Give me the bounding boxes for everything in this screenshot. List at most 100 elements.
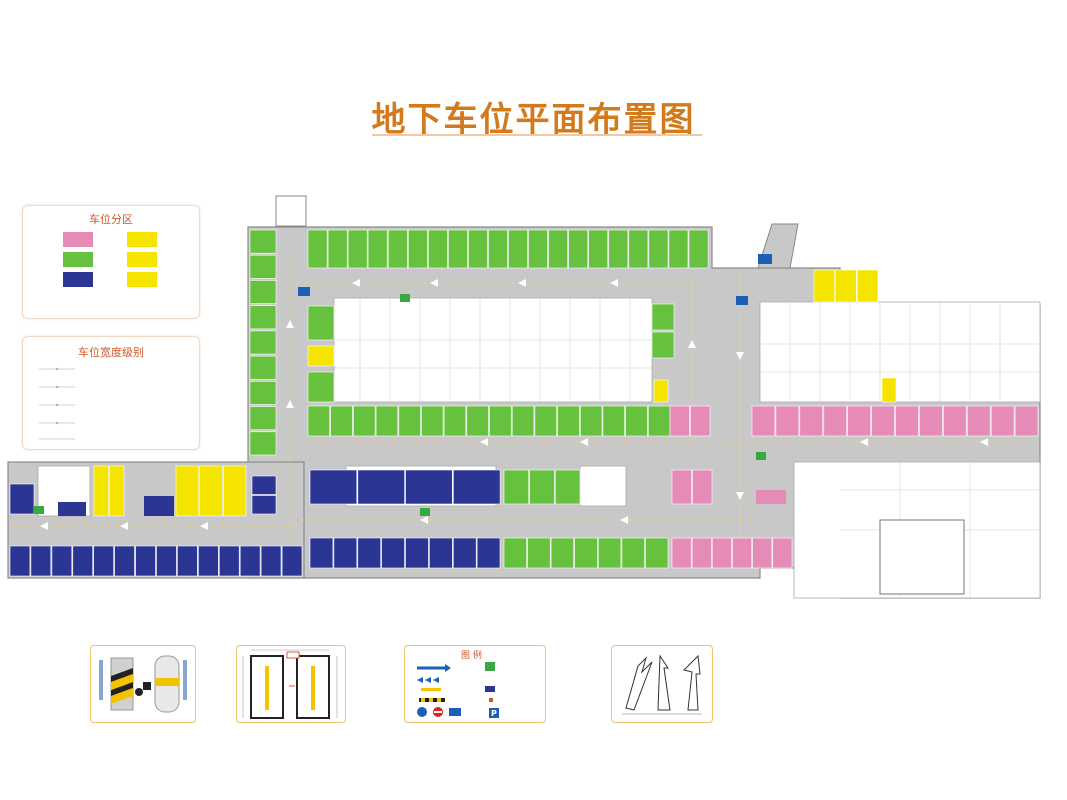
parking-stall-53 [835, 269, 857, 303]
parking-stall-77 [9, 545, 31, 577]
stall-dimension-detail [236, 645, 346, 723]
parking-stall-82 [114, 545, 135, 577]
parking-stalls [9, 229, 1039, 577]
parking-stall-52 [813, 269, 836, 303]
parking-stall-105 [554, 469, 581, 505]
parking-stall-114 [692, 469, 713, 505]
parking-stall-36 [353, 405, 376, 437]
parking-stall-7 [448, 229, 468, 269]
symbol-legend: 图 例 P [404, 645, 546, 723]
parking-stall-23 [249, 305, 277, 330]
exit-sign-icon [736, 296, 748, 305]
parking-stall-61 [895, 405, 919, 437]
parking-stall-64 [966, 405, 991, 437]
parking-stall-104 [529, 469, 555, 505]
parking-stall-20 [249, 229, 277, 254]
parking-stall-98 [381, 537, 405, 569]
parking-stall-32 [307, 371, 335, 403]
parking-stall-67 [653, 379, 669, 403]
parking-p-icon-legend [489, 708, 499, 718]
parking-stall-48 [625, 405, 648, 437]
parking-stall-112 [645, 537, 669, 569]
symbol-legend-icons: P [417, 662, 499, 718]
parking-stall-34 [307, 405, 331, 437]
parking-stall-83 [135, 545, 156, 577]
parking-stall-56 [775, 405, 800, 437]
parking-stall-42 [489, 405, 512, 437]
parking-stall-9 [488, 229, 508, 269]
parking-stall-22 [249, 280, 277, 304]
parking-stall-88 [239, 545, 261, 577]
svg-text:P: P [491, 709, 497, 718]
parking-stall-29 [651, 303, 675, 331]
parking-stall-107 [527, 537, 551, 569]
parking-stall-115 [671, 537, 692, 569]
parking-stall-33 [307, 345, 335, 367]
parking-stall-86 [198, 545, 219, 577]
parking-stall-92 [357, 469, 405, 505]
parking-stall-57 [799, 405, 823, 437]
zone-swatch-pink [63, 232, 93, 247]
parking-stall-117 [711, 537, 732, 569]
parking-stall-43 [511, 405, 535, 437]
exit-sign-icon-2 [400, 294, 410, 302]
parking-stall-45 [557, 405, 580, 437]
parking-stall-8 [468, 229, 488, 269]
entry-ramp-icon [298, 287, 310, 296]
parking-stall-49 [647, 405, 671, 437]
parking-stall-15 [608, 229, 629, 269]
parking-stall-85 [177, 545, 198, 577]
width-level-samples [39, 367, 75, 440]
stair-core [879, 519, 965, 595]
zone-legend-panel: 车位分区 [22, 205, 200, 319]
zone-swatch-yellow-2 [127, 252, 157, 267]
parking-stall-102 [476, 537, 501, 569]
parking-stall-5 [407, 229, 428, 269]
parking-stall-30 [651, 331, 675, 359]
zone-swatch-navy [63, 272, 93, 287]
parking-stall-97 [357, 537, 381, 569]
parking-stall-87 [219, 545, 240, 577]
parking-stall-100 [429, 537, 453, 569]
parking-stall-66 [1014, 405, 1039, 437]
parking-stall-103 [503, 469, 530, 505]
parking-stall-75 [251, 475, 277, 495]
parking-stall-93 [405, 469, 453, 505]
parking-stall-47 [602, 405, 625, 437]
parking-stall-73 [223, 465, 247, 517]
parking-stall-108 [550, 537, 574, 569]
parking-stall-76 [251, 495, 277, 515]
ramp-entry-left [275, 195, 307, 227]
parking-stall-26 [249, 380, 277, 405]
title-underline [372, 134, 702, 136]
parking-stall-1 [327, 229, 348, 269]
parking-stall-58 [823, 405, 847, 437]
parking-stall-4 [387, 229, 408, 269]
parking-stall-71 [175, 465, 200, 517]
parking-stall-79 [51, 545, 73, 577]
parking-stall-25 [249, 355, 277, 380]
parking-stall-14 [588, 229, 609, 269]
zone-legend-heading: 车位分区 [89, 213, 133, 226]
exit-sign-icon-5 [34, 506, 44, 514]
column-guard-detail [90, 645, 196, 723]
parking-stall-40 [443, 405, 467, 437]
parking-p-icon [758, 254, 772, 264]
pink-stall-extra [756, 490, 786, 504]
parking-stall-38 [398, 405, 421, 437]
parking-stall-50 [669, 405, 690, 437]
parking-stall-91 [309, 469, 358, 505]
column-guard-icon [99, 655, 187, 713]
page-title: 地下车位平面布置图 [371, 100, 696, 140]
parking-stall-74 [9, 483, 35, 515]
zone-swatch-yellow-3 [127, 272, 157, 287]
parking-stall-11 [528, 229, 548, 269]
parking-stall-35 [330, 405, 353, 437]
parking-stall-116 [691, 537, 712, 569]
parking-stall-44 [534, 405, 557, 437]
parking-stall-94 [452, 469, 501, 505]
parking-stall-65 [990, 405, 1015, 437]
parking-stall-27 [249, 406, 277, 431]
parking-stall-113 [671, 469, 692, 505]
parking-stall-62 [919, 405, 943, 437]
